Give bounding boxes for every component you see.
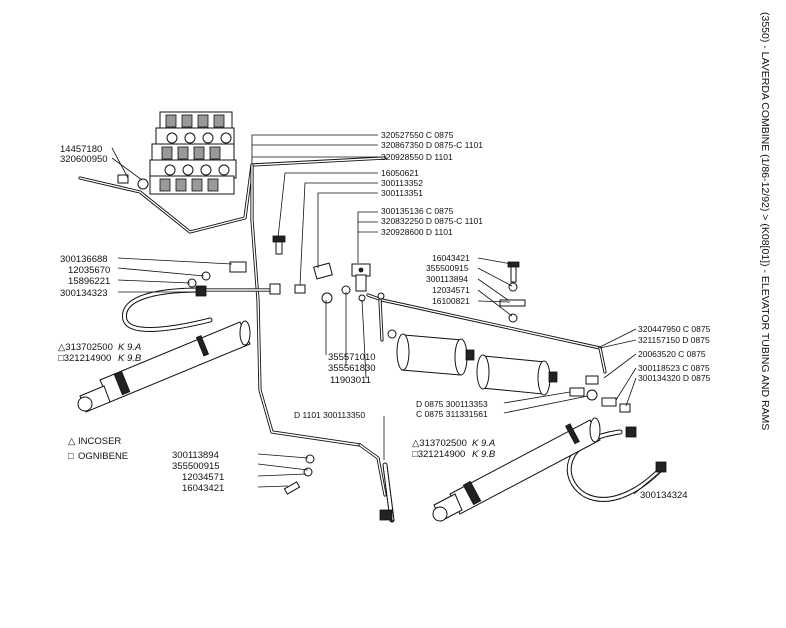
label-16043421-bottom: 16043421 <box>182 483 224 494</box>
accumulators <box>396 333 558 396</box>
label-ram-right-incoser: △313702500 <box>412 438 467 449</box>
label-12035670: 12035670 <box>68 265 110 276</box>
label-300113353: D 0875 300113353 <box>416 399 488 409</box>
manufacturer-legend: △ INCOSER □ OGNIBENE <box>68 436 128 462</box>
label-320600950: 320600950 <box>60 154 108 165</box>
rigid-pipes <box>78 156 607 497</box>
label-ram-right-incoser-ref: K 9.A <box>472 438 495 449</box>
label-300136688: 300136688 <box>60 254 108 265</box>
label-355571010: 355571010 <box>328 352 376 363</box>
label-20063520: 20063520 C 0875 <box>638 349 706 359</box>
part-number-labels: 14457180 320600950 320527550 C 0875 3208… <box>58 130 711 501</box>
label-320867350: 320867350 D 0875-C 1101 <box>381 140 483 150</box>
label-300134323: 300134323 <box>60 288 108 299</box>
label-ram-left-ognibene: □321214900 <box>58 353 111 364</box>
left-lift-ram <box>77 320 251 413</box>
label-ram-right-ognibene: □321214900 <box>412 449 465 460</box>
leader-lines <box>111 134 661 495</box>
label-14457180: 14457180 <box>60 144 102 155</box>
label-311331561: C 0875 311331561 <box>416 409 488 419</box>
fittings <box>117 174 667 521</box>
label-320447950: 320447950 C 0875 <box>638 324 711 334</box>
label-12034571-bottom: 12034571 <box>182 472 224 483</box>
label-355500915-top: 355500915 <box>426 263 469 273</box>
label-320928600: 320928600 D 1101 <box>381 227 453 237</box>
label-16043421-top: 16043421 <box>432 253 470 263</box>
label-320527550: 320527550 C 0875 <box>381 130 454 140</box>
label-300134320: 300134320 D 0875 <box>638 373 711 383</box>
label-320832250: 320832250 D 0875-C 1101 <box>381 216 483 226</box>
diagram-title: (3550) - LAVERDA COMBINE (1/86-12/92) > … <box>759 12 771 430</box>
label-12034571-top: 12034571 <box>432 285 470 295</box>
label-320928550: 320928550 D 1101 <box>381 152 453 162</box>
legend-ognibene: OGNIBENE <box>78 451 128 462</box>
right-lift-ram <box>432 417 601 522</box>
label-300135136: 300135136 C 0875 <box>381 206 454 216</box>
legend-incoser: INCOSER <box>78 436 121 447</box>
label-16100821: 16100821 <box>432 296 470 306</box>
label-300113352: 300113352 <box>381 178 423 188</box>
label-321157150: 321157150 D 0875 <box>638 335 710 345</box>
label-355561830: 355561830 <box>328 363 376 374</box>
label-300113350: D 1101 300113350 <box>294 410 365 420</box>
control-valve-block <box>149 111 237 195</box>
label-ram-right-ognibene-ref: K 9.B <box>472 449 496 460</box>
legend-square-symbol: □ <box>68 451 74 462</box>
label-15896221: 15896221 <box>68 276 110 287</box>
label-16050621: 16050621 <box>381 168 419 178</box>
label-355500915-bottom: 355500915 <box>172 461 220 472</box>
label-300113894-bottom: 300113894 <box>172 450 219 461</box>
label-ram-left-ognibene-ref: K 9.B <box>118 353 142 364</box>
label-11903011: 11903011 <box>330 375 371 386</box>
label-300113894-top: 300113894 <box>426 274 468 284</box>
label-300113351: 300113351 <box>381 188 423 198</box>
label-ram-left-incoser: △313702500 <box>58 342 113 353</box>
legend-triangle-symbol: △ <box>68 436 76 447</box>
label-300118523: 300118523 C 0875 <box>638 363 710 373</box>
label-300134324: 300134324 <box>640 490 688 501</box>
label-ram-left-incoser-ref: K 9.A <box>118 342 141 353</box>
